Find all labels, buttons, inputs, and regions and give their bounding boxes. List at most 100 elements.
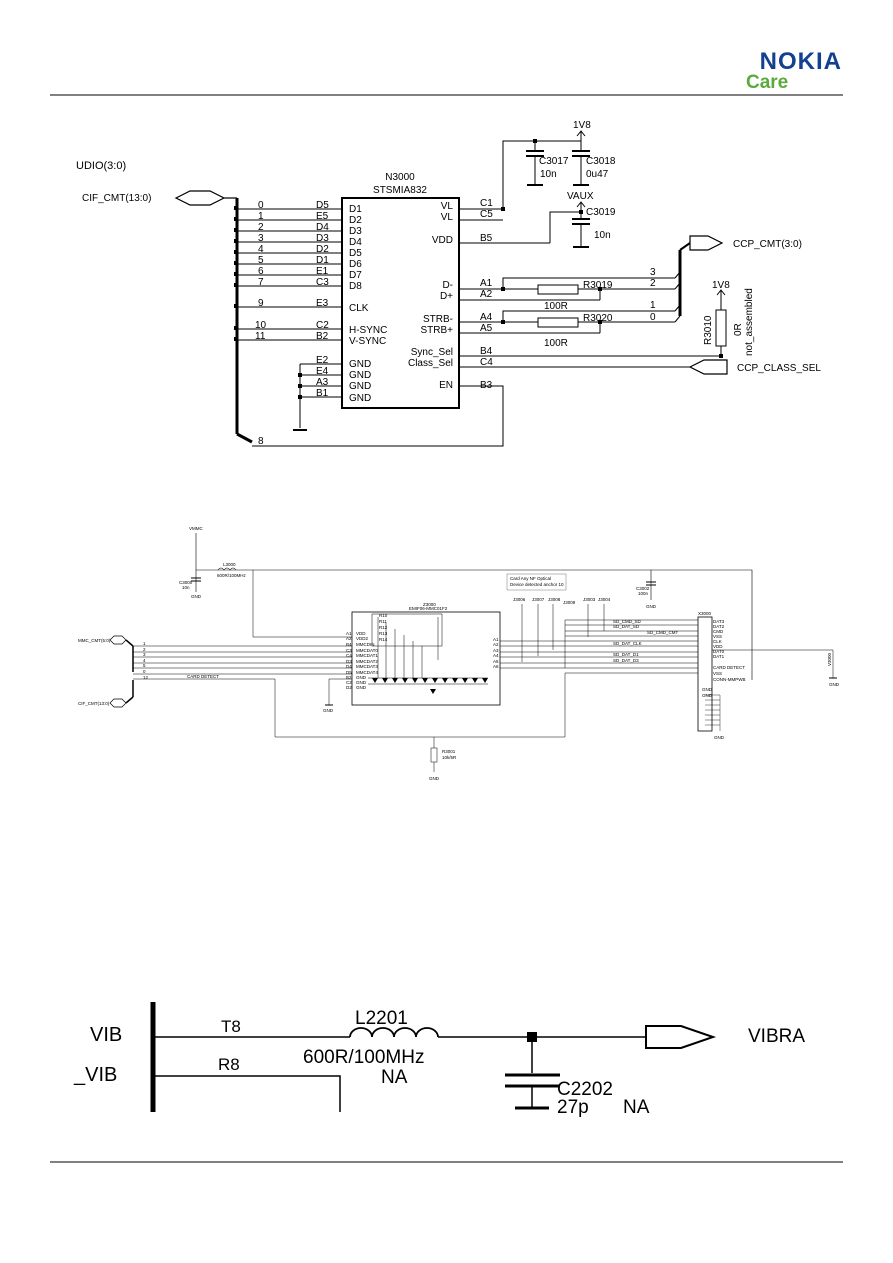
c3017-val: 10n — [540, 169, 557, 180]
x3000-ref: X3000 — [698, 611, 712, 616]
inductor-l2201 — [349, 1027, 439, 1038]
r-array-label: R11 — [379, 619, 387, 624]
pin-name: D7 — [349, 270, 362, 281]
c2202-ref: C2202 — [557, 1079, 613, 1100]
r3020-body — [537, 317, 579, 328]
bus-index: 2 — [143, 647, 146, 652]
ball-id: D1 — [316, 255, 329, 266]
bus-index: 9 — [258, 298, 264, 309]
ball-id: A5 — [480, 323, 493, 334]
pin-name: VL — [441, 201, 454, 212]
ccp-bit: 2 — [650, 278, 656, 289]
gnd-label: GND — [714, 735, 725, 740]
pin-name: A5 — [493, 659, 499, 664]
pin-name: GND — [356, 685, 367, 690]
ccp-bit: 1 — [650, 300, 656, 311]
ball-id: A2 — [346, 636, 352, 641]
x3000-part: CONN-MMPWB — [713, 677, 746, 682]
bus-index: 0 — [143, 669, 146, 674]
pin-name: EN — [439, 380, 453, 391]
pin-name: D- — [442, 280, 453, 291]
c3002-val: 100n — [638, 591, 649, 596]
pin-name: MMCDAT3 — [356, 664, 378, 669]
c3019-val: 10n — [594, 230, 611, 241]
bus-index: 1 — [143, 641, 146, 646]
gnd-label: GND — [191, 594, 202, 599]
r3010-ref: R3010 — [703, 315, 714, 345]
ball-id: A1 — [346, 631, 352, 636]
ball-id: A3 — [316, 377, 329, 388]
r3019-ref: R3019 — [583, 280, 613, 291]
pin-name: STRB- — [423, 314, 453, 325]
ball-id: D5 — [316, 200, 329, 211]
r-array-label: R14 — [379, 637, 388, 642]
pin-name: D4 — [349, 237, 362, 248]
testpoint-ref: J3004 — [598, 597, 611, 602]
gnd-pins: E2 GND E4 GND A3 GND B1 GND — [293, 355, 371, 431]
class-sel-port — [688, 359, 728, 375]
note-line-1: Card Any NF Optical — [510, 576, 551, 581]
net-label: SD_CMD_SD — [613, 619, 642, 624]
ball-id: E2 — [316, 355, 329, 366]
pin-name: D+ — [440, 291, 453, 302]
cap-c3017: C3017 10n — [526, 141, 569, 186]
brand-care: Care — [746, 72, 788, 93]
testpoint-ref: J3008 — [548, 597, 561, 602]
bus-index-en: 8 — [258, 436, 264, 447]
pin-name: VDD — [432, 235, 453, 246]
bus-index: 3 — [258, 233, 264, 244]
pin-name: A1 — [493, 637, 499, 642]
pin-name: D6 — [349, 259, 362, 270]
pin-name: MMCDAT1 — [356, 653, 378, 658]
ball-id: B3 — [480, 380, 493, 391]
c3000-ref: C3000 — [179, 580, 193, 585]
net-label: SD_CMD_CMT — [647, 630, 679, 635]
bus-index: 3 — [143, 652, 146, 657]
bus-index: 4 — [143, 658, 146, 663]
left-pin-row: 9 E3 CLK — [234, 298, 369, 314]
left-pin-row: 0 D5 D1 — [234, 200, 362, 215]
pin-name: VSS — [713, 634, 722, 639]
ccp-bit: 0 — [650, 312, 656, 323]
ball-id: E1 — [316, 266, 329, 277]
cap-c3019: C3019 10n — [572, 207, 616, 248]
ball-id: C2 — [346, 680, 352, 685]
pin-name: GND — [702, 693, 713, 698]
ball-id: B2 — [346, 675, 352, 680]
pin-name: CLK — [349, 303, 369, 314]
connector-x3000 — [697, 616, 713, 732]
ic-z3000-body — [351, 611, 501, 706]
mmc-top-loop — [252, 570, 352, 638]
pin-name: MMCDAT2 — [356, 659, 378, 664]
note-line-2: Device detected anchor 10 — [510, 582, 564, 587]
schematic-mmc-interface: VMMC L3000 600R/100MHz C3000 10n GND C30… — [78, 526, 840, 781]
ic-n3000-ref: N3000 — [385, 172, 415, 183]
ic-n3000-body — [341, 197, 460, 409]
right-pins: VL C1 VL C5 VDD B5 D- A1 D+ A2 STRB- A4 … — [408, 198, 721, 391]
left-pin-row: 1 E5 D2 — [234, 211, 362, 226]
ball-r8: R8 — [218, 1055, 240, 1074]
c3019-ref: C3019 — [586, 207, 616, 218]
bus-index: 1 — [258, 211, 264, 222]
ball-id: C4 — [346, 653, 352, 658]
rail-vaux: VAUX — [567, 191, 594, 202]
ball-id: D4 — [316, 222, 329, 233]
gnd-label: GND — [323, 708, 334, 713]
pin-name: MMCDAT0 — [356, 648, 378, 653]
bus-index: 10 — [255, 320, 267, 331]
pin-name: GND — [349, 393, 371, 404]
cif-port-label: CIF_CMT(13:0) — [82, 193, 151, 204]
left-pin-row: 5 D1 D6 — [234, 255, 362, 270]
ccp-port-label: CCP_CMT(3:0) — [733, 239, 802, 250]
pin-name: GND — [356, 680, 367, 685]
vibra-port-symbol — [645, 1025, 717, 1049]
bus-index: 7 — [258, 277, 264, 288]
left-pin-row: 6 E1 D7 — [234, 266, 362, 281]
resistor-r3010: 1V8 R3010 0R not_assembled — [703, 280, 755, 358]
pin-name: H-SYNC — [349, 325, 387, 336]
net-label: SD_DAT_CLK — [613, 641, 642, 646]
testpoint-ref: J3007 — [532, 597, 545, 602]
pin-name: D3 — [349, 226, 362, 237]
class-sel-label: CCP_CLASS_SEL — [737, 363, 821, 374]
